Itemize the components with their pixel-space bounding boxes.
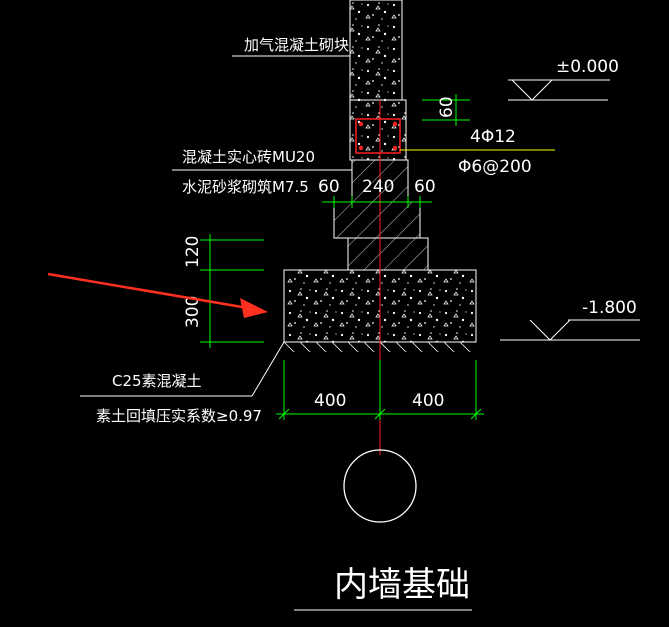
- top-width-dims: [322, 196, 432, 208]
- dim-right-label: 60: [414, 177, 436, 197]
- soil-hatch: [283, 341, 471, 353]
- elev-bottom-label: -1.800: [582, 298, 637, 318]
- rebar-leader: 4Φ12 Φ6@200: [400, 127, 555, 177]
- concrete-leader: C25素混凝土 素土回填压实系数≥0.97: [80, 341, 285, 425]
- backfill-label: 素土回填压实系数≥0.97: [96, 407, 262, 425]
- pile-circle: [343, 449, 417, 523]
- rebar-stirrup-label: Φ6@200: [458, 157, 532, 177]
- mortar-label: 水泥砂浆砌筑M7.5: [182, 178, 309, 196]
- brick-leader: 混凝土实心砖MU20 水泥砂浆砌筑M7.5: [172, 148, 352, 196]
- elev-top-label: ±0.000: [556, 57, 619, 77]
- brick-label: 混凝土实心砖MU20: [182, 148, 315, 166]
- elevation-bottom: -1.800: [500, 298, 640, 341]
- dim-120-label: 120: [183, 236, 203, 268]
- red-arrow: [47, 272, 268, 318]
- dim-300-label: 300: [183, 296, 203, 328]
- concrete-label: C25素混凝土: [112, 372, 202, 390]
- dim-half-left-label: 400: [314, 391, 346, 411]
- block-wall-leader: 加气混凝土砌块: [232, 36, 350, 57]
- block-wall-label: 加气混凝土砌块: [244, 36, 349, 54]
- vertical-dims: [200, 234, 264, 348]
- beam-height-label: 60: [437, 96, 457, 118]
- dim-half-right-label: 400: [412, 391, 444, 411]
- rebar-main-label: 4Φ12: [470, 127, 516, 147]
- bottom-width-dims: [276, 360, 484, 420]
- beam-height-dim: 60: [422, 94, 470, 126]
- block-wall: [349, 0, 403, 101]
- elevation-top: ±0.000: [508, 57, 619, 101]
- drawing-title: 内墙基础: [334, 565, 470, 605]
- ring-beam: [349, 99, 407, 161]
- dim-wall-label: 240: [362, 177, 394, 197]
- dim-left-label: 60: [318, 177, 340, 197]
